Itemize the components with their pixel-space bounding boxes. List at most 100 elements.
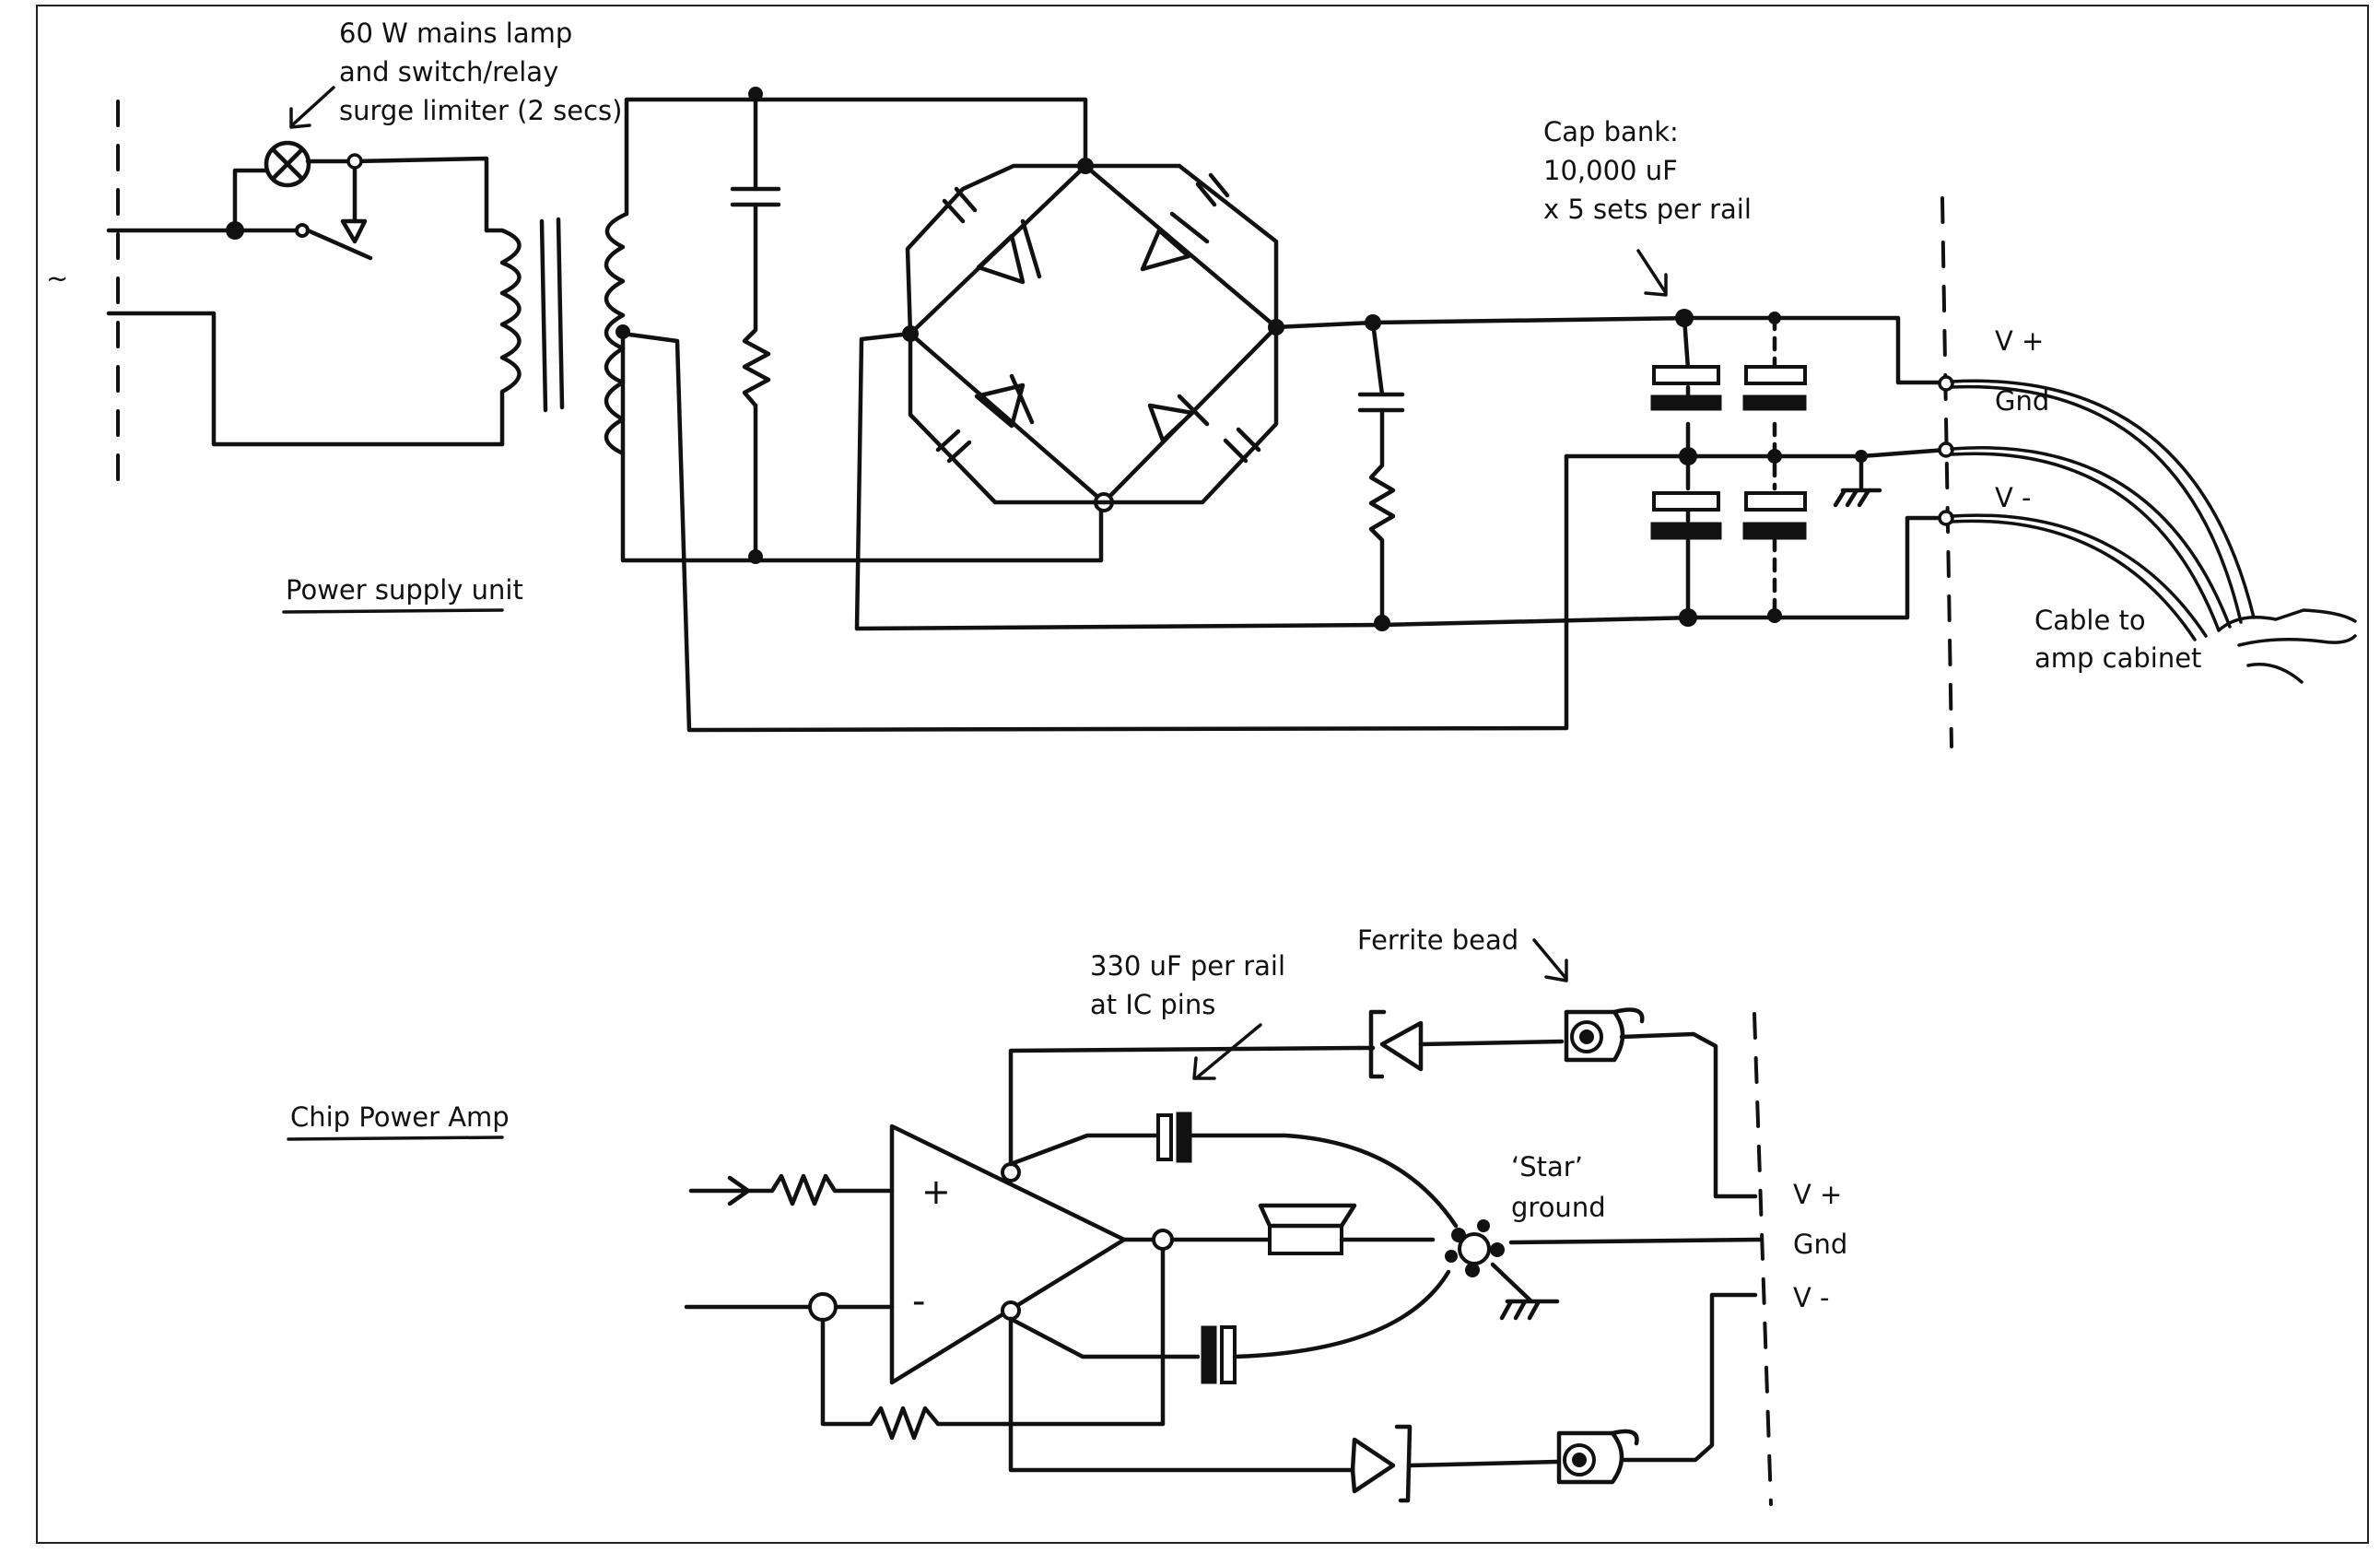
opamp-plus-label: +	[921, 1171, 951, 1212]
speaker-icon	[1258, 1203, 1357, 1255]
star-chassis-ground-icon	[1490, 1262, 1560, 1321]
ic-pin-vplus	[1001, 1162, 1021, 1182]
cap-bank-lower-2-minus	[1742, 522, 1807, 540]
ground-rail-wire	[1564, 447, 1949, 459]
cable-note-line-2: amp cabinet	[2034, 642, 2201, 674]
vminus-decoupling-cap-minus	[1201, 1325, 1217, 1384]
amp-input-boundary-line	[1753, 1012, 1773, 1506]
psu-title-underline	[282, 608, 504, 614]
centre-tap-ground-return	[620, 331, 1569, 733]
input-arrow-icon	[688, 1175, 751, 1206]
capbank-note-line-1: Cap bank:	[1543, 116, 1679, 147]
terminal-vplus	[1938, 375, 1954, 392]
bridge-ac-top-wire	[753, 97, 1088, 169]
diode-snubber-1-cap	[942, 186, 978, 224]
lower-bead-wire-left	[1407, 1459, 1560, 1468]
amp-title-underline	[287, 1135, 504, 1141]
vplus-cap-to-star-wire	[1188, 1133, 1459, 1229]
cap-bank-upper-2-plus	[1744, 365, 1807, 385]
rc-filter-bottom-dot	[1374, 615, 1390, 631]
mains-lamp-icon	[264, 140, 311, 188]
psu-section: ~	[46, 87, 2357, 748]
cable-to-amp	[1950, 379, 2357, 684]
cap-bank-lower-1-plus	[1652, 491, 1720, 512]
vminus-decoupling-wire	[1008, 1316, 1201, 1359]
cap-note-arrow-icon	[1192, 1023, 1262, 1080]
psu-gnd-label: Gnd	[1995, 385, 2049, 417]
capbank-note-arrow-icon	[1636, 249, 1668, 297]
lamp-junction-dot	[226, 221, 244, 240]
feedback-wire	[1002, 1237, 1166, 1427]
snubber-resistor	[742, 202, 771, 559]
secondary-top-wire	[624, 97, 758, 217]
amp-title: Chip Power Amp	[290, 1101, 510, 1133]
input-resistor	[745, 1173, 895, 1206]
star-note-line-1: ‘Star’	[1511, 1151, 1583, 1182]
snubber-capacitor	[730, 186, 781, 207]
ferrite-note-arrow-icon	[1532, 938, 1568, 982]
cap-note-line-1: 330 uF per rail	[1090, 950, 1285, 982]
bridge-diode-2	[1140, 211, 1210, 272]
lower-diode-bar	[1394, 1424, 1413, 1503]
capacitor-bank	[1650, 309, 1807, 627]
vplus-decoupling-cap-minus	[1176, 1112, 1192, 1163]
lower-ferrite-bead-icon	[1556, 1429, 1639, 1485]
capbank-note-line-3: x 5 sets per rail	[1543, 194, 1752, 225]
page-border	[36, 5, 2369, 1544]
cap-bank-upper-1-minus	[1650, 394, 1722, 411]
mains-ac-symbol: ~	[46, 263, 68, 294]
bridge-ac-bottom-wire	[753, 500, 1104, 563]
amp-vplus-label: V +	[1793, 1179, 1842, 1210]
amp-vminus-label: V -	[1793, 1282, 1830, 1313]
chassis-ground-icon	[1833, 453, 1882, 508]
psu-title: Power supply unit	[286, 574, 523, 606]
star-note-line-2: ground	[1511, 1192, 1606, 1223]
lower-bead-to-terminal-wire	[1619, 1292, 1758, 1463]
mains-transformer	[484, 211, 629, 456]
vplus-decoupling-cap-plus	[1156, 1113, 1173, 1161]
relay-switch-icon	[295, 159, 373, 261]
cap-bank-upper-2-minus	[1742, 394, 1807, 411]
bridge-diode-1	[976, 218, 1042, 285]
vplus-decoupling-wire	[1008, 1133, 1159, 1167]
lamp-note-arrow-icon	[289, 86, 335, 129]
diode-snubber-2-cap	[1195, 172, 1230, 207]
upper-diode-triangle	[1379, 1020, 1424, 1072]
star-ground-node	[1445, 1219, 1505, 1277]
lamp-note-line-3: surge limiter (2 secs)	[339, 95, 622, 126]
amp-section: + -	[684, 1007, 1773, 1506]
psu-vminus-label: V -	[1995, 482, 2032, 513]
lower-diode-triangle	[1350, 1437, 1396, 1494]
ferrite-note: Ferrite bead	[1357, 924, 1518, 956]
cable-note-line-1: Cable to	[2034, 605, 2146, 636]
rc-filter-network	[1357, 320, 1405, 626]
psu-vplus-label: V +	[1995, 325, 2044, 357]
cap-bank-upper-1-plus	[1652, 365, 1720, 385]
psu-output-boundary-line	[1940, 196, 1953, 748]
bridge-diode-4	[1147, 394, 1210, 443]
lamp-note-line-2: and switch/relay	[339, 56, 558, 88]
diode-snubber-4-wire	[1101, 324, 1279, 505]
diode-snubber-4-cap	[1223, 427, 1261, 464]
opamp-minus-label: -	[912, 1280, 925, 1323]
vminus-cap-to-star-wire	[1232, 1269, 1451, 1359]
cap-bank-lower-1-minus	[1650, 522, 1722, 540]
diode-snubber-3-cap	[935, 429, 972, 464]
amp-gnd-label: Gnd	[1793, 1229, 1847, 1260]
bridge-diode-3	[974, 373, 1035, 429]
secondary-bottom-wire	[620, 331, 758, 563]
amp-ground-wire	[1508, 1237, 1763, 1245]
upper-bead-to-terminal-wire	[1619, 1031, 1758, 1199]
mains-neutral-wire	[106, 311, 505, 447]
lamp-note-line-1: 60 W mains lamp	[339, 18, 572, 49]
positive-rail-wire	[1273, 315, 1949, 385]
inverting-input-node	[808, 1292, 838, 1322]
feedback-resistor	[820, 1317, 1007, 1441]
vminus-decoupling-cap-plus	[1220, 1325, 1237, 1384]
upper-ferrite-bead-icon	[1564, 1007, 1645, 1063]
terminal-vminus	[1938, 510, 1954, 526]
vplus-supply-wire	[1008, 1045, 1362, 1167]
capbank-note-line-2: 10,000 uF	[1543, 155, 1678, 186]
